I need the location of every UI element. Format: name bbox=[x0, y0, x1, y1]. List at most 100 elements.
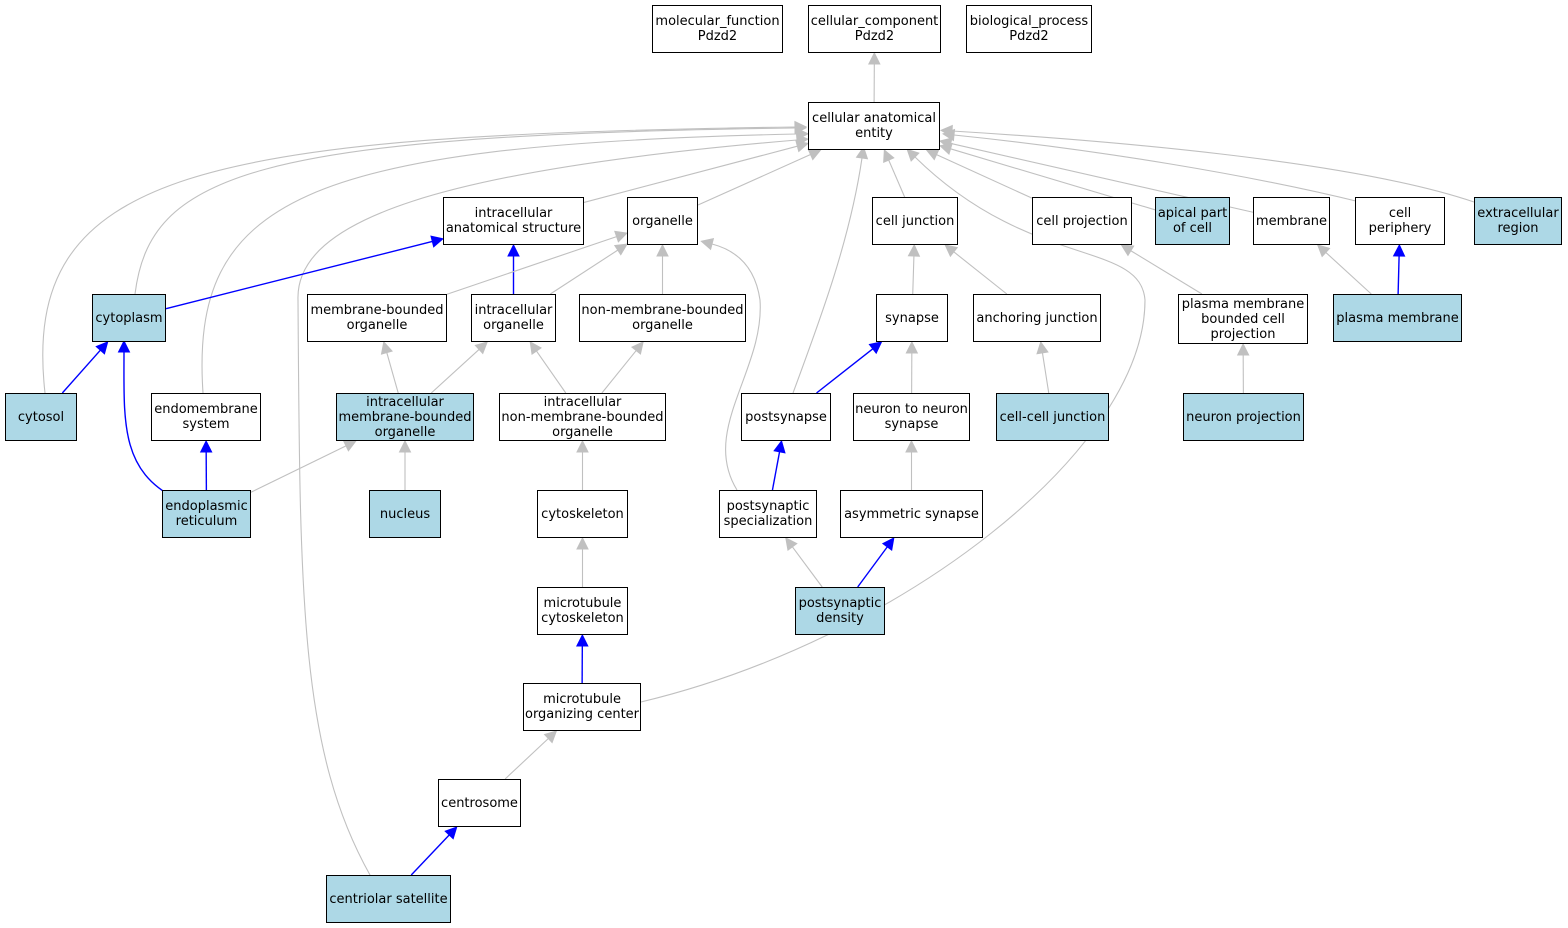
node-label: cytosol bbox=[17, 409, 65, 425]
node-synapse[interactable]: synapse bbox=[876, 294, 948, 342]
edge-endoplasmic-reticulum-to-endomembrane-system-arrowhead bbox=[199, 439, 213, 453]
node-biological-process[interactable]: biological_process Pdzd2 bbox=[966, 5, 1092, 53]
node-label: cell junction bbox=[875, 213, 955, 229]
edge-neuron-projection-to-plasma-membrane-bounded-cell-projection-arrowhead bbox=[1236, 342, 1250, 356]
edge-plasma-membrane-to-cell-periphery-arrowhead bbox=[1392, 243, 1406, 257]
edge-synapse-to-cell-junction-arrowhead bbox=[907, 243, 921, 257]
node-cytoplasm[interactable]: cytoplasm bbox=[92, 294, 166, 342]
node-endoplasmic-reticulum[interactable]: endoplasmic reticulum bbox=[162, 490, 251, 538]
node-cell-projection[interactable]: cell projection bbox=[1032, 197, 1132, 245]
node-plasma-membrane[interactable]: plasma membrane bbox=[1333, 294, 1462, 342]
node-postsynaptic-density[interactable]: postsynaptic density bbox=[795, 587, 885, 635]
node-cytosol[interactable]: cytosol bbox=[5, 393, 77, 441]
node-label: non-membrane-bounded organelle bbox=[581, 303, 744, 333]
node-label: centriolar satellite bbox=[329, 891, 448, 907]
edge-neuron-to-neuron-synapse-to-synapse-arrowhead bbox=[905, 340, 919, 354]
node-microtubule-cytoskeleton[interactable]: microtubule cytoskeleton bbox=[537, 587, 628, 635]
edge-centriolar-satellite-to-centrosome bbox=[410, 834, 450, 876]
node-molecular-function[interactable]: molecular_function Pdzd2 bbox=[652, 5, 783, 53]
node-apical-part-of-cell[interactable]: apical part of cell bbox=[1155, 197, 1230, 245]
edge-intracellular-anatomical-structure-to-cellular-anatomical-entity bbox=[583, 145, 798, 203]
edge-cytoskeleton-to-intracellular-non-membrane-bounded-organelle-arrowhead bbox=[576, 439, 589, 453]
edge-intracellular-membrane-bounded-organelle-to-membrane-bounded-organelle-arrowhead bbox=[380, 340, 393, 355]
edge-plasma-membrane-bounded-cell-projection-to-cell-projection-arrowhead bbox=[1120, 244, 1135, 257]
edge-synapse-to-cell-junction bbox=[912, 255, 915, 295]
node-membrane-bounded-organelle[interactable]: membrane-bounded organelle bbox=[307, 294, 447, 342]
edge-postsynaptic-density-to-asymmetric-synapse-arrowhead bbox=[881, 537, 895, 552]
node-label: intracellular anatomical structure bbox=[445, 206, 582, 236]
edge-postsynaptic-density-to-postsynaptic-specialization bbox=[791, 546, 823, 588]
node-cellular-component[interactable]: cellular_component Pdzd2 bbox=[808, 5, 941, 53]
edge-endoplasmic-reticulum-to-cytoplasm-arrowhead bbox=[117, 339, 131, 353]
node-anchoring-junction[interactable]: anchoring junction bbox=[973, 294, 1101, 342]
node-label: nucleus bbox=[379, 506, 431, 522]
edge-asymmetric-synapse-to-neuron-to-neuron-synapse-arrowhead bbox=[905, 439, 918, 453]
node-centrosome[interactable]: centrosome bbox=[438, 779, 521, 827]
node-label: apical part of cell bbox=[1157, 206, 1228, 236]
edge-membrane-bounded-organelle-to-organelle bbox=[446, 236, 617, 295]
edge-postsynapse-to-synapse-arrowhead bbox=[868, 341, 883, 355]
node-intracellular-membrane-bounded-organelle[interactable]: intracellular membrane-bounded organelle bbox=[336, 393, 474, 441]
node-non-membrane-bounded-organelle[interactable]: non-membrane-bounded organelle bbox=[579, 294, 746, 342]
node-label: endoplasmic reticulum bbox=[165, 499, 248, 529]
node-centriolar-satellite[interactable]: centriolar satellite bbox=[326, 875, 451, 923]
node-label: centrosome bbox=[441, 795, 518, 811]
edge-centriolar-satellite-to-cellular-anatomical-entity-arrowhead bbox=[795, 133, 810, 147]
node-cell-periphery[interactable]: cell periphery bbox=[1355, 197, 1445, 245]
node-intracellular-anatomical-structure[interactable]: intracellular anatomical structure bbox=[443, 197, 584, 245]
node-label: microtubule cytoskeleton bbox=[541, 596, 624, 626]
node-label: plasma membrane bounded cell projection bbox=[1181, 296, 1305, 342]
edge-membrane-bounded-organelle-to-organelle-arrowhead bbox=[614, 230, 629, 243]
node-extracellular-region[interactable]: extracellular region bbox=[1474, 197, 1562, 245]
node-label: biological_process Pdzd2 bbox=[969, 14, 1089, 44]
node-label: cell-cell junction bbox=[999, 409, 1106, 425]
node-microtubule-organizing-center[interactable]: microtubule organizing center bbox=[523, 683, 641, 731]
node-neuron-to-neuron-synapse[interactable]: neuron to neuron synapse bbox=[853, 393, 970, 441]
edge-organelle-to-cellular-anatomical-entity bbox=[697, 154, 811, 206]
edge-cytoplasm-to-intracellular-anatomical-structure bbox=[165, 240, 433, 310]
edge-anchoring-junction-to-cell-junction bbox=[953, 251, 1008, 295]
node-postsynaptic-specialization[interactable]: postsynaptic specialization bbox=[719, 490, 817, 538]
edge-microtubule-organizing-center-to-cellular-anatomical-entity-arrowhead bbox=[906, 148, 920, 162]
node-endomembrane-system[interactable]: endomembrane system bbox=[151, 393, 261, 441]
edge-extracellular-region-to-cellular-anatomical-entity-arrowhead bbox=[939, 124, 953, 138]
edge-cell-cell-junction-to-anchoring-junction-arrowhead bbox=[1036, 340, 1049, 355]
edge-intracellular-non-membrane-bounded-organelle-to-intracellular-organelle-arrowhead bbox=[529, 341, 542, 356]
edge-postsynapse-to-cellular-anatomical-entity-arrowhead bbox=[855, 146, 869, 160]
edge-plasma-membrane-to-membrane bbox=[1325, 252, 1372, 295]
node-cell-cell-junction[interactable]: cell-cell junction bbox=[996, 393, 1109, 441]
node-asymmetric-synapse[interactable]: asymmetric synapse bbox=[840, 490, 983, 538]
node-cellular-anatomical-entity[interactable]: cellular anatomical entity bbox=[808, 102, 940, 150]
edge-cell-junction-to-cellular-anatomical-entity bbox=[888, 159, 906, 198]
node-label: postsynaptic density bbox=[798, 596, 882, 626]
node-label: intracellular organelle bbox=[474, 303, 553, 333]
node-label: cellular anatomical entity bbox=[812, 111, 936, 141]
node-postsynapse[interactable]: postsynapse bbox=[741, 393, 831, 441]
edge-postsynaptic-density-to-postsynaptic-specialization-arrowhead bbox=[785, 537, 798, 551]
node-intracellular-organelle[interactable]: intracellular organelle bbox=[471, 294, 556, 342]
edge-centriolar-satellite-to-centrosome-arrowhead bbox=[444, 826, 458, 840]
edge-postsynapse-to-cellular-anatomical-entity bbox=[792, 157, 863, 394]
edge-cell-projection-to-cellular-anatomical-entity bbox=[936, 154, 1033, 199]
node-label: molecular_function Pdzd2 bbox=[655, 14, 780, 44]
node-organelle[interactable]: organelle bbox=[627, 197, 698, 245]
edge-microtubule-cytoskeleton-to-cytoskeleton-arrowhead bbox=[576, 536, 589, 550]
node-membrane[interactable]: membrane bbox=[1253, 197, 1330, 245]
node-nucleus[interactable]: nucleus bbox=[369, 490, 441, 538]
node-intracellular-non-membrane-bounded-organelle[interactable]: intracellular non-membrane-bounded organ… bbox=[499, 393, 666, 441]
edge-centrosome-to-microtubule-organizing-center-arrowhead bbox=[543, 730, 558, 744]
edge-intracellular-non-membrane-bounded-organelle-to-intracellular-organelle bbox=[536, 350, 567, 394]
node-label: membrane bbox=[1255, 213, 1328, 229]
edge-cytosol-to-cytoplasm bbox=[61, 349, 101, 394]
edge-cytoplasm-to-intracellular-anatomical-structure-arrowhead bbox=[430, 235, 445, 248]
node-plasma-membrane-bounded-cell-projection[interactable]: plasma membrane bounded cell projection bbox=[1178, 294, 1308, 344]
node-cytoskeleton[interactable]: cytoskeleton bbox=[537, 490, 628, 538]
edge-extracellular-region-to-cellular-anatomical-entity bbox=[951, 130, 1475, 203]
node-cell-junction[interactable]: cell junction bbox=[872, 197, 958, 245]
node-neuron-projection[interactable]: neuron projection bbox=[1183, 393, 1304, 441]
edge-postsynapse-to-synapse bbox=[816, 348, 874, 394]
edge-microtubule-organizing-center-to-microtubule-cytoskeleton-arrowhead bbox=[576, 633, 589, 647]
edge-intracellular-membrane-bounded-organelle-to-membrane-bounded-organelle bbox=[386, 352, 399, 394]
edge-postsynaptic-specialization-to-postsynapse-arrowhead bbox=[773, 439, 786, 454]
